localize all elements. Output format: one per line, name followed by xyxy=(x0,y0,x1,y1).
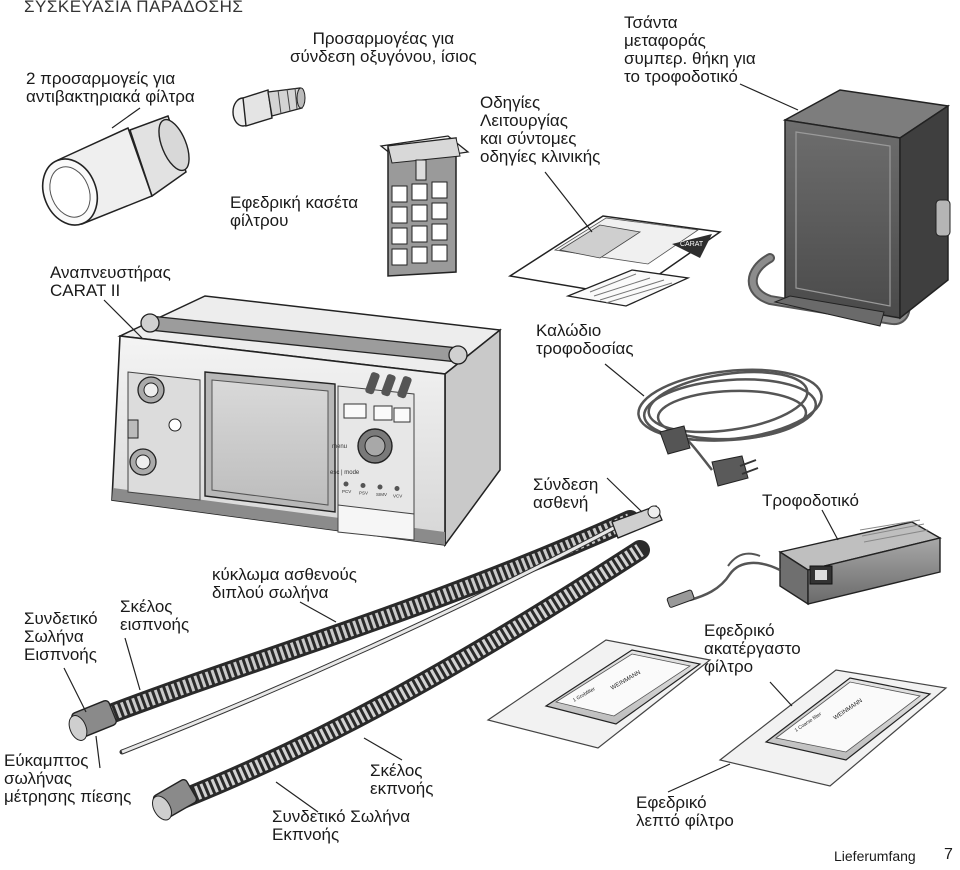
label-power-supply: Τροφοδοτικό xyxy=(762,491,859,510)
expiration-hose-illustration xyxy=(152,540,650,821)
label-fine-filter: Εφεδρικό λεπτό φίλτρο xyxy=(636,793,734,830)
leader-lines xyxy=(63,83,839,813)
label-carry-bag: Τσάντα μεταφοράς συμπερ. θήκη για το τρο… xyxy=(624,13,756,86)
mode-led xyxy=(394,486,400,491)
cassette-filter-grid xyxy=(391,181,448,266)
mode-led-row: PCV PSV SIMV VCV xyxy=(342,481,402,499)
footer-section: Lieferumfang xyxy=(834,848,916,864)
manuals-illustration: CARAT xyxy=(507,215,723,307)
mode-led xyxy=(343,481,349,487)
page-number: 7 xyxy=(944,846,953,863)
mode-led-label: PSV xyxy=(359,491,368,496)
cassette-cell xyxy=(391,185,408,203)
power-supply-illustration xyxy=(666,519,942,608)
label-inspiration-limb: Σκέλος εισπνοής xyxy=(120,597,190,634)
esc-key-label: esc | mode xyxy=(330,470,360,476)
fine-filter-package-illustration xyxy=(718,669,948,787)
carry-bag-illustration xyxy=(747,89,951,327)
menu-key-label: menu xyxy=(332,444,347,450)
mode-led-label: SIMV xyxy=(376,492,387,497)
cassette-cell xyxy=(431,244,448,262)
mode-led xyxy=(377,484,383,490)
cassette-cell xyxy=(431,223,448,241)
manual-brand: CARAT xyxy=(680,241,704,248)
filter-adapter-illustration xyxy=(41,115,190,226)
page-heading: ΣΥΣΚΕΥΑΣΙΑ ΠΑΡΑΔΟΣΗΣ xyxy=(24,0,244,16)
power-cable-illustration xyxy=(637,368,823,471)
label-expiration-limb: Σκέλος εκπνοής xyxy=(370,761,434,798)
ventilator-illustration: menu esc | mode PCV PSV SIMV VCV xyxy=(111,295,502,548)
label-filter-adapters: 2 προσαρμογείς για αντιβακτηριακά φίλτρα xyxy=(26,69,195,106)
cassette-cell xyxy=(411,183,428,201)
cassette-cell xyxy=(431,202,448,220)
label-oxygen-adapter: Προσαρμογέας για σύνδεση οξυγόνου, ίσιος xyxy=(290,29,477,66)
mode-led-label: VCV xyxy=(393,494,402,499)
inspiration-hose-illustration xyxy=(68,510,640,741)
cassette-cell xyxy=(431,181,448,199)
label-ventilator: Αναπνευστήρας CARAT II xyxy=(50,263,171,300)
y-piece-illustration xyxy=(611,505,663,539)
cassette-cell xyxy=(411,204,428,222)
oxygen-adapter-illustration xyxy=(232,87,306,127)
cassette-cell xyxy=(391,248,408,266)
label-filter-cassette: Εφεδρική κασέτα φίλτρου xyxy=(230,193,359,230)
label-pressure-tube: Εύκαμπτος σωλήνας μέτρησης πίεσης xyxy=(4,751,132,806)
mode-led xyxy=(360,483,366,488)
coarse-filter-package-illustration xyxy=(486,639,712,749)
mode-led-label: PCV xyxy=(342,489,351,494)
label-power-cable: Καλώδιο τροφοδοσίας xyxy=(536,321,634,358)
label-inspiration-connector: Συνδετικό Σωλήνα Εισπνοής xyxy=(24,609,98,664)
label-patient-connection: Σύνδεση ασθενή xyxy=(533,475,599,512)
cassette-cell xyxy=(411,246,428,264)
cassette-cell xyxy=(391,206,408,224)
label-coarse-filter: Εφεδρικό ακατέργαστο φίλτρο xyxy=(704,621,801,676)
label-manuals: Οδηγίες Λειτουργίας και σύντομες οδηγίες… xyxy=(480,93,601,166)
label-dual-circuit: κύκλωμα ασθενούς διπλού σωλήνα xyxy=(212,565,357,602)
label-expiration-connector: Συνδετικό Σωλήνα Εκπνοής xyxy=(272,807,411,844)
cassette-cell xyxy=(391,227,408,245)
pressure-tube-illustration xyxy=(119,519,628,755)
cassette-cell xyxy=(411,225,428,243)
power-plugs-illustration xyxy=(659,425,759,487)
